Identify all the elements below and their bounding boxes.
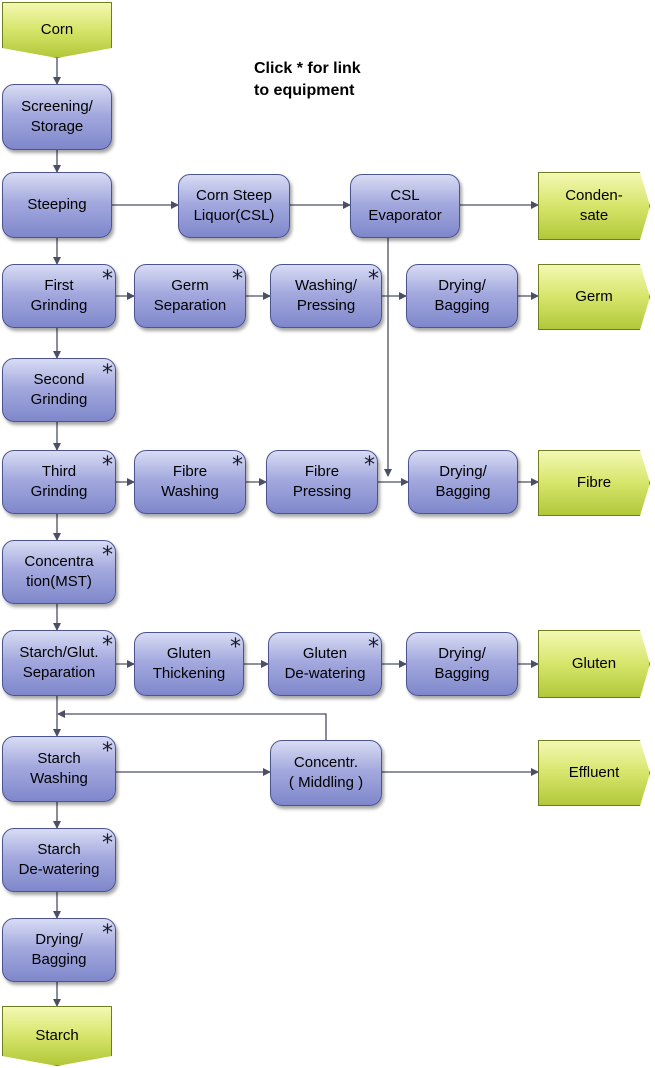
connector-concentr-recycle (57, 710, 327, 740)
node-concentr-middling: Concentr. ( Middling ) (270, 740, 382, 806)
node-corn: Corn (2, 2, 112, 58)
node-screening-storage: Screening/ Storage (2, 84, 112, 150)
equipment-link-star[interactable]: * (368, 267, 379, 292)
node-steeping: Steeping (2, 172, 112, 238)
equipment-link-star[interactable]: * (102, 633, 113, 658)
equipment-link-star[interactable]: * (102, 267, 113, 292)
node-condensate: Conden- sate (538, 172, 650, 240)
node-washing-pressing: Washing/ Pressing* (270, 264, 382, 328)
node-fibre-pressing: Fibre Pressing* (266, 450, 378, 514)
equipment-link-star[interactable]: * (102, 739, 113, 764)
equipment-link-star[interactable]: * (102, 453, 113, 478)
node-germ: Germ (538, 264, 650, 330)
node-second-grinding: Second Grinding* (2, 358, 116, 422)
equipment-link-star[interactable]: * (102, 543, 113, 568)
node-drying-bagging-starch: Drying/ Bagging* (2, 918, 116, 982)
node-third-grinding: Third Grinding* (2, 450, 116, 514)
equipment-link-star[interactable]: * (230, 635, 241, 660)
node-drying-bagging-gluten: Drying/ Bagging (406, 632, 518, 696)
equipment-link-star[interactable]: * (102, 831, 113, 856)
node-concentration-mst: Concentra tion(MST)* (2, 540, 116, 604)
node-germ-separation: Germ Separation* (134, 264, 246, 328)
node-first-grinding: First Grinding* (2, 264, 116, 328)
node-starch-gluten-separation: Starch/Glut. Separation* (2, 630, 116, 696)
node-fibre-washing: Fibre Washing* (134, 450, 246, 514)
equipment-link-star[interactable]: * (364, 453, 375, 478)
node-starch-washing: Starch Washing* (2, 736, 116, 802)
equipment-link-note: Click * for link to equipment (254, 60, 361, 99)
node-gluten: Gluten (538, 630, 650, 698)
node-gluten-thickening: Gluten Thickening* (134, 632, 244, 696)
equipment-link-star[interactable]: * (102, 921, 113, 946)
node-drying-bagging-fibre: Drying/ Bagging (408, 450, 518, 514)
node-starch-dewatering: Starch De-watering* (2, 828, 116, 892)
node-fibre: Fibre (538, 450, 650, 516)
node-starch: Starch (2, 1006, 112, 1066)
equipment-link-star[interactable]: * (232, 267, 243, 292)
node-effluent: Effluent (538, 740, 650, 806)
equipment-link-star[interactable]: * (232, 453, 243, 478)
equipment-link-star[interactable]: * (102, 361, 113, 386)
node-gluten-dewatering: Gluten De-watering* (268, 632, 382, 696)
node-corn-steep-liquor: Corn Steep Liquor(CSL) (178, 174, 290, 238)
equipment-link-star[interactable]: * (368, 635, 379, 660)
node-drying-bagging-germ: Drying/ Bagging (406, 264, 518, 328)
node-csl-evaporator: CSL Evaporator (350, 174, 460, 238)
